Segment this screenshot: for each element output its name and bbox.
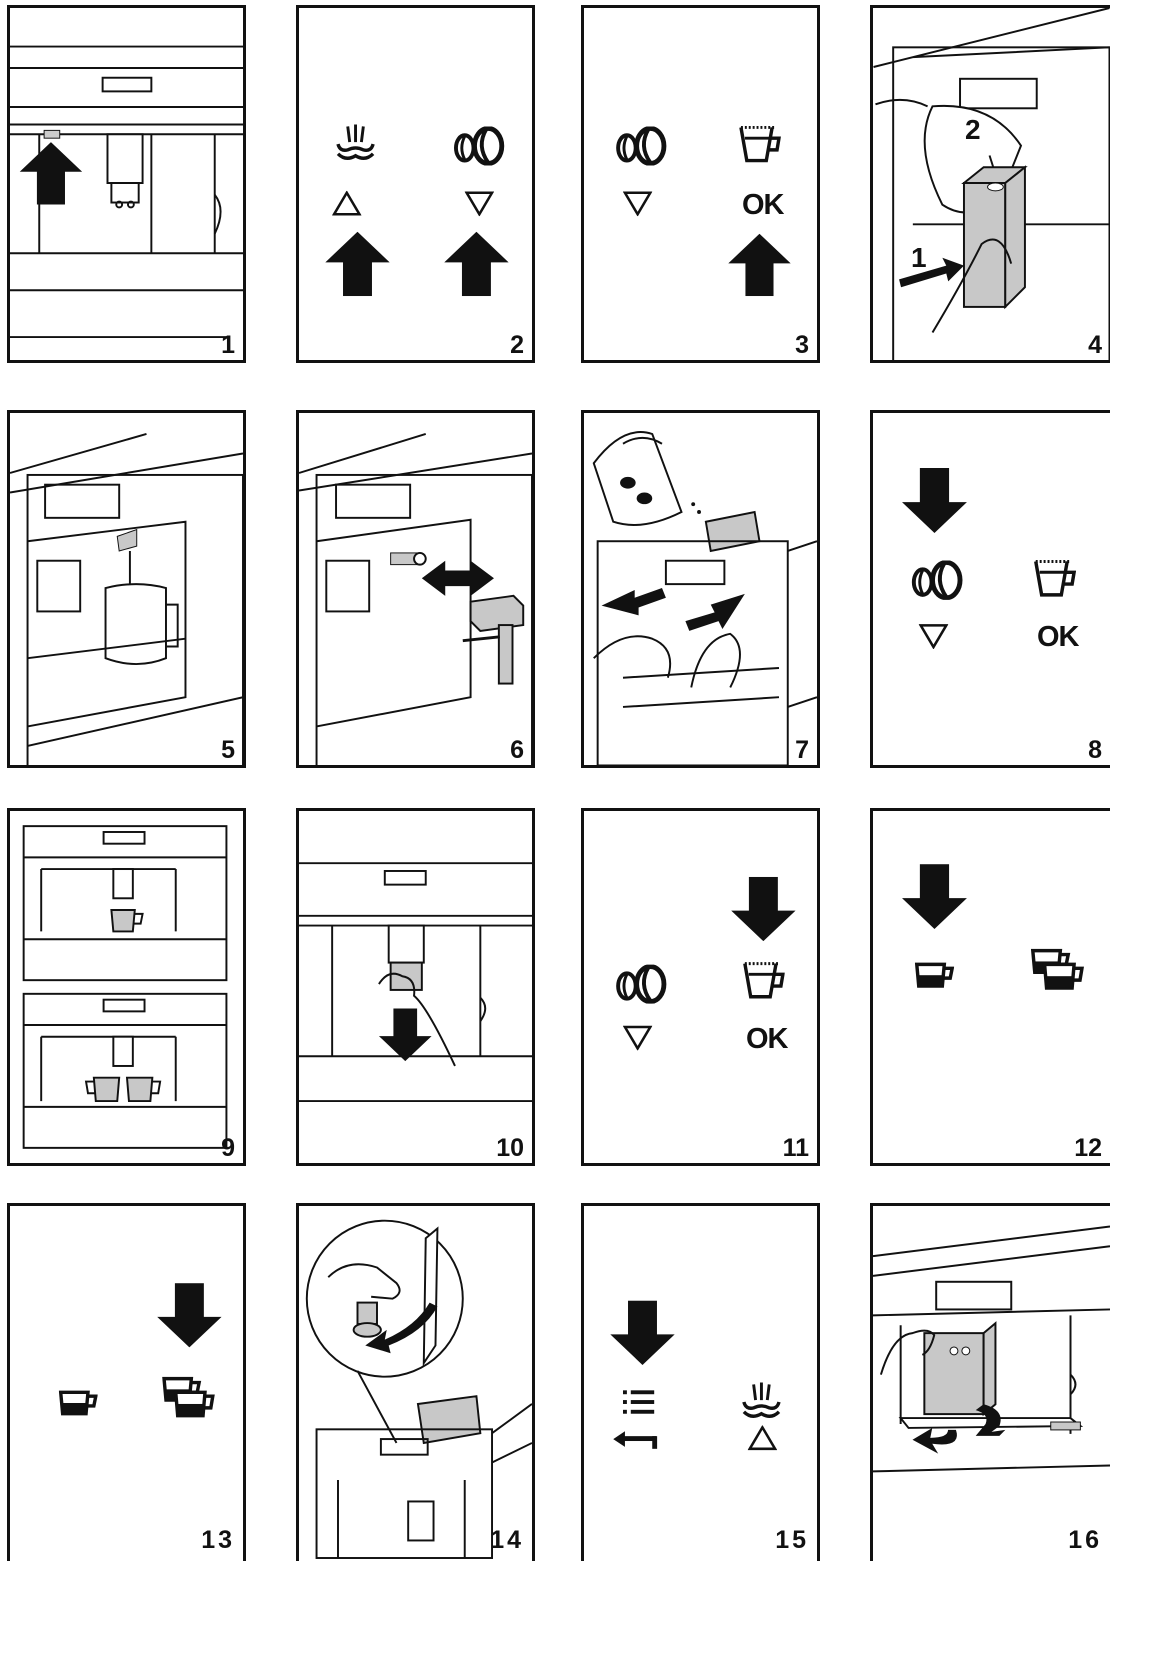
control-panel-illustration	[584, 811, 817, 1163]
arrow-down-icon	[157, 1283, 221, 1347]
brew-unit-clean-illustration	[299, 1206, 532, 1561]
double-cup-icon	[1033, 951, 1082, 988]
cup-fill-level-icon	[1036, 561, 1074, 594]
drip-tray-illustration	[873, 1206, 1110, 1561]
double-cup-icon	[164, 1379, 213, 1416]
panel-number: 1	[221, 333, 235, 358]
panel-number: 14	[490, 1528, 524, 1553]
control-panel-illustration	[299, 8, 532, 360]
panel-5: 5	[7, 410, 246, 768]
coffee-bean-icon	[914, 562, 960, 597]
panel-number: 16	[1068, 1528, 1102, 1553]
panel-number: 11	[783, 1136, 809, 1161]
cup-fill-level-icon	[745, 964, 783, 997]
ok-label: OK	[746, 1025, 788, 1054]
triangle-down-icon	[625, 1027, 650, 1048]
coffee-bean-icon	[456, 128, 502, 163]
control-panel-illustration	[873, 811, 1110, 1163]
coffee-bean-icon	[618, 967, 664, 1002]
panel-number: 8	[1088, 738, 1102, 763]
arrow-down-icon	[902, 468, 967, 533]
back-icon	[613, 1431, 657, 1449]
hot-water-illustration	[10, 413, 243, 765]
panel-number: 5	[221, 738, 235, 763]
panel-7: 7	[581, 410, 820, 768]
control-panel-illustration	[10, 1206, 243, 1561]
control-panel-illustration	[584, 8, 817, 360]
panel-3: OK 3	[581, 5, 820, 363]
panel-16: 16	[870, 1203, 1110, 1561]
step-2-label: 2	[965, 116, 981, 144]
arrow-down-icon	[610, 1301, 674, 1365]
panel-1: 1	[7, 5, 246, 363]
bean-container-fill-illustration	[584, 413, 817, 765]
panel-9: 9	[7, 808, 246, 1166]
panel-6: 6	[296, 410, 535, 768]
panel-number: 3	[795, 333, 809, 358]
panel-number: 15	[775, 1528, 809, 1553]
steam-icon	[744, 1383, 779, 1417]
panel-13: 13	[7, 1203, 246, 1561]
panel-12: 12	[870, 808, 1110, 1166]
triangle-down-icon	[625, 193, 650, 214]
panel-2: 2	[296, 5, 535, 363]
triangle-down-icon	[921, 625, 947, 647]
panel-number: 9	[221, 1136, 235, 1161]
step-1-label: 1	[911, 244, 927, 272]
triangle-down-icon	[467, 193, 492, 214]
ok-label: OK	[1037, 623, 1079, 652]
spout-adjust-illustration	[299, 811, 532, 1163]
panel-11: OK 11	[581, 808, 820, 1166]
arrow-down-icon	[379, 1008, 432, 1061]
panel-number: 13	[201, 1528, 235, 1553]
panel-4: 1 2 4	[870, 5, 1110, 363]
panel-number: 12	[1074, 1136, 1102, 1161]
panel-number: 10	[496, 1136, 524, 1161]
panel-15: 15	[581, 1203, 820, 1561]
panel-number: 6	[510, 738, 524, 763]
water-tank-fill-illustration	[873, 8, 1110, 360]
menu-icon	[623, 1390, 654, 1413]
panel-number: 4	[1088, 333, 1102, 358]
panel-10: 10	[296, 808, 535, 1166]
milk-nozzle-illustration	[299, 413, 532, 765]
panel-8: OK 8	[870, 410, 1110, 768]
arrow-down-icon	[902, 864, 967, 929]
steam-icon	[338, 125, 373, 159]
ok-label: OK	[742, 191, 784, 220]
cup-fill-level-icon	[741, 127, 779, 160]
single-double-cup-illustration	[10, 811, 243, 1163]
single-cup-icon	[61, 1392, 96, 1413]
arrow-up-icon	[444, 232, 508, 296]
arrow-up-icon	[325, 232, 389, 296]
arrow-down-icon	[731, 877, 795, 941]
panel-14: 14	[296, 1203, 535, 1561]
panel-number: 7	[795, 738, 809, 763]
control-panel-illustration	[584, 1206, 817, 1561]
control-panel-illustration	[873, 413, 1110, 765]
coffee-bean-icon	[618, 128, 664, 163]
triangle-up-icon	[334, 193, 359, 214]
panel-number: 2	[510, 333, 524, 358]
arrow-up-icon	[728, 234, 790, 296]
single-cup-icon	[917, 964, 952, 986]
machine-front-illustration	[10, 8, 243, 360]
triangle-up-icon	[750, 1427, 775, 1448]
arrow-up-icon	[20, 142, 82, 204]
